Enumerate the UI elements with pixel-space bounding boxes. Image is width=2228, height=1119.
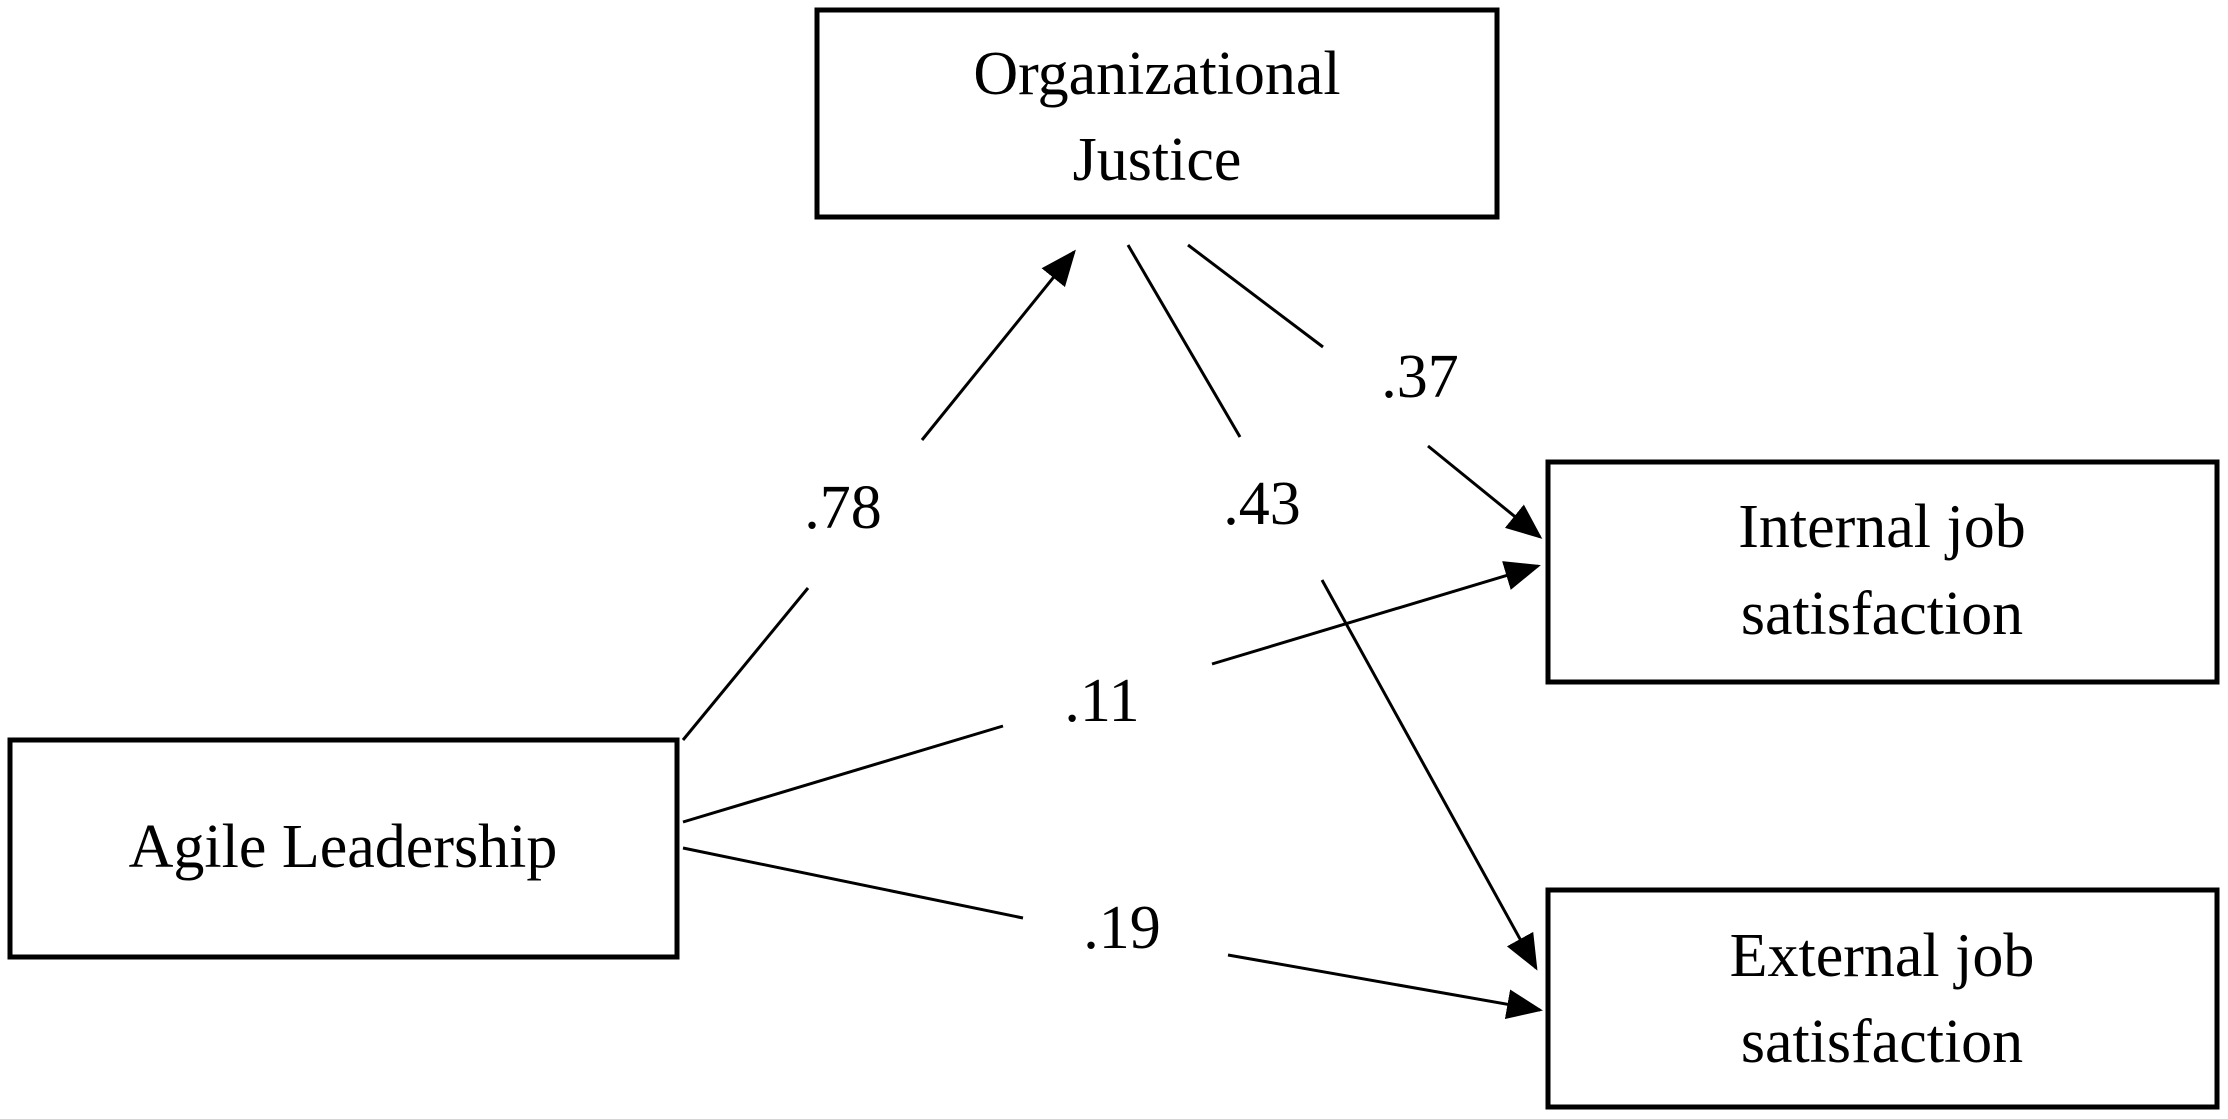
coefficient-label: .37: [1381, 343, 1459, 411]
node-agile-leadership: Agile Leadership: [7, 737, 680, 960]
edge-justice-to-external: .43: [1126, 244, 1538, 971]
node-label-line-1: Agile Leadership: [129, 813, 558, 881]
edge-arrow-segment: [920, 249, 1076, 441]
node-box: [7, 737, 680, 960]
edge-arrow-segment: [1427, 444, 1543, 539]
node-label-line-1: External job: [1730, 922, 2035, 990]
edge-agile-to-justice: .78: [681, 249, 1076, 741]
node-label-line-2: satisfaction: [1741, 1008, 2023, 1076]
edge-arrow-segment: [1227, 953, 1543, 1020]
node-box: [1545, 887, 2220, 1110]
coefficient-label: .43: [1223, 470, 1301, 538]
coefficient-label: .78: [804, 474, 882, 542]
edge-arrow-segment: [1211, 561, 1541, 666]
node-internal-job-satisfaction: Internal job satisfaction: [1545, 459, 2220, 685]
node-label-line-2: satisfaction: [1741, 580, 2023, 648]
edge-justice-to-internal: .37: [1187, 243, 1543, 539]
coefficient-label: .11: [1064, 667, 1139, 735]
node-label-line-1: Internal job: [1738, 493, 2026, 561]
node-organizational-justice: Organizational Justice: [814, 7, 1500, 220]
node-label-line-2: Justice: [1073, 126, 1242, 194]
edge-arrow-segment: [1320, 579, 1538, 971]
edge-segment: [682, 724, 1004, 824]
node-external-job-satisfaction: External job satisfaction: [1545, 887, 2220, 1110]
node-label-line-1: Organizational: [973, 40, 1340, 108]
edge-segment: [1187, 243, 1324, 349]
edge-agile-to-external: .19: [682, 846, 1543, 1020]
node-box: [1545, 459, 2220, 685]
node-box: [814, 7, 1500, 220]
edge-segment: [1126, 244, 1242, 438]
edge-segment: [681, 587, 810, 741]
coefficient-label: .19: [1083, 894, 1161, 962]
edge-segment: [682, 846, 1024, 920]
edge-agile-to-internal: .11: [682, 561, 1541, 824]
